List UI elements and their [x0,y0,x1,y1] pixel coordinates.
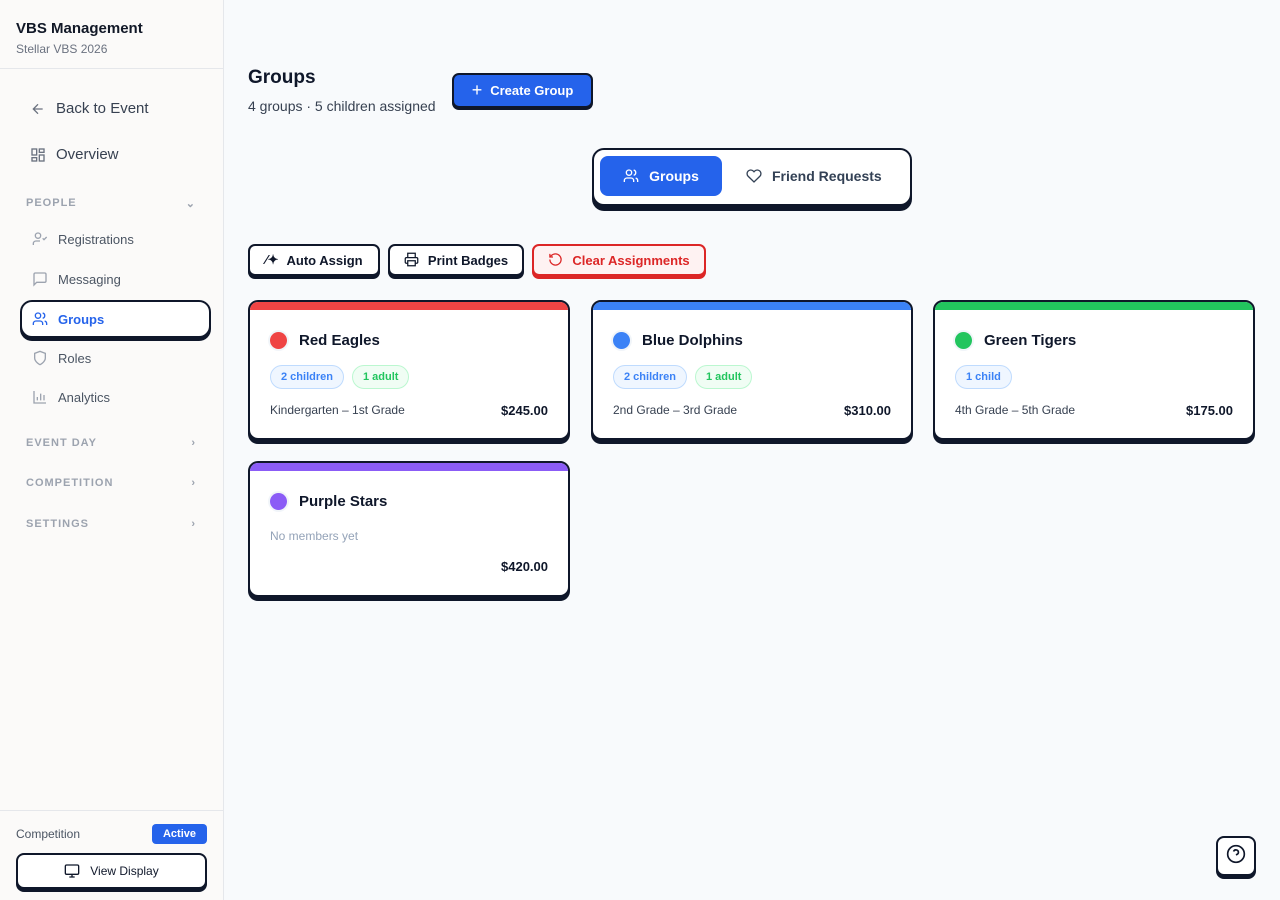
item-label: Analytics [58,389,111,405]
color-dot [270,332,287,349]
section-event-day[interactable]: EVENT DAY › [26,437,196,449]
sidebar-item-analytics[interactable]: Analytics [20,378,211,416]
help-button[interactable] [1216,836,1256,876]
group-name: Purple Stars [299,493,388,510]
create-label: Create Group [490,83,574,98]
back-to-event-link[interactable]: Back to Event [30,100,149,117]
monitor-icon [64,863,80,879]
section-settings[interactable]: SETTINGS › [26,518,196,530]
status-badge: Active [151,824,207,844]
color-bar [935,302,1253,310]
sidebar-item-messaging[interactable]: Messaging [20,260,211,298]
sidebar-item-registrations[interactable]: Registrations [20,220,211,258]
section-competition[interactable]: COMPETITION › [26,477,196,489]
group-price: $420.00 [501,559,548,574]
sidebar-item-roles[interactable]: Roles [20,339,211,377]
back-label: Back to Event [56,100,149,117]
users-icon [623,168,639,184]
group-price: $175.00 [1186,403,1233,418]
shield-icon [32,350,48,366]
section-people[interactable]: PEOPLE ⌄ [26,197,196,210]
heart-icon [746,168,762,184]
adults-badge: 1 adult [694,365,753,389]
competition-label: Competition [16,827,81,841]
sidebar-footer: Competition Active View Display [0,810,223,900]
tab-bar: Groups Friend Requests [592,148,912,206]
color-bar [250,463,568,471]
clear-assignments-button[interactable]: Clear Assignments [532,244,706,276]
color-dot [270,493,287,510]
overview-link[interactable]: Overview [30,146,119,163]
group-card-red-eagles[interactable]: Red Eagles 2 children 1 adult Kindergarte… [248,300,570,440]
arrow-left-icon [30,101,46,117]
grade-range: Kindergarten – 1st Grade [270,403,405,417]
tab-groups[interactable]: Groups [600,156,722,196]
sidebar-item-groups[interactable]: Groups [20,300,211,338]
chevron-down-icon: ⌄ [185,198,196,210]
section-label: PEOPLE [26,197,77,209]
tab-label: Friend Requests [772,168,882,184]
user-check-icon [32,231,48,247]
section-label: COMPETITION [26,477,114,489]
auto-assign-button[interactable]: ⁄✦ Auto Assign [248,244,380,276]
group-name: Blue Dolphins [642,332,743,349]
sidebar: VBS Management Stellar VBS 2026 Back to … [0,0,224,900]
group-card-purple-stars[interactable]: Purple Stars No members yet $420.00 [248,461,570,597]
color-bar [250,302,568,310]
color-dot [613,332,630,349]
sidebar-header: VBS Management Stellar VBS 2026 [0,0,223,69]
users-icon [32,311,48,327]
group-name: Green Tigers [984,332,1077,349]
grade-range: 4th Grade – 5th Grade [955,403,1076,417]
create-group-button[interactable]: + Create Group [452,73,593,108]
view-display-label: View Display [90,864,159,878]
grid-icon [30,147,46,163]
item-label: Groups [58,311,105,327]
item-label: Roles [58,350,92,366]
empty-members-text: No members yet [270,529,359,543]
color-dot [955,332,972,349]
chevron-right-icon: › [191,437,196,449]
item-label: Registrations [58,231,134,247]
adults-badge: 1 adult [351,365,410,389]
view-display-button[interactable]: View Display [16,853,207,889]
auto-assign-label: Auto Assign [286,252,363,268]
clear-assignments-label: Clear Assignments [572,252,690,268]
message-icon [32,271,48,287]
tab-friend-requests[interactable]: Friend Requests [746,156,882,196]
tab-label: Groups [649,168,699,184]
group-card-green-tigers[interactable]: Green Tigers 1 child 4th Grade – 5th Gra… [933,300,1255,440]
wand-icon: ⁄✦ [265,252,279,267]
children-badge: 2 children [270,365,344,389]
chevron-right-icon: › [191,477,196,489]
group-name: Red Eagles [299,332,380,349]
group-price: $245.00 [501,403,548,418]
plus-icon: + [471,80,483,100]
help-circle-icon [1226,844,1246,869]
page-subtitle: 4 groups · 5 children assigned [248,98,436,114]
print-badges-label: Print Badges [427,252,509,268]
children-badge: 2 children [613,365,687,389]
children-badge: 1 child [955,365,1012,389]
event-name: Stellar VBS 2026 [16,42,108,56]
section-label: EVENT DAY [26,437,97,449]
chevron-right-icon: › [191,518,196,530]
group-price: $310.00 [844,403,891,418]
printer-icon [404,252,420,268]
bar-chart-icon [32,389,48,405]
app-title: VBS Management [16,20,143,37]
group-card-blue-dolphins[interactable]: Blue Dolphins 2 children 1 adult 2nd Grad… [591,300,913,440]
rotate-ccw-icon [548,252,564,268]
print-badges-button[interactable]: Print Badges [388,244,524,276]
grade-range: 2nd Grade – 3rd Grade [613,403,738,417]
section-label: SETTINGS [26,518,90,530]
overview-label: Overview [56,146,119,163]
color-bar [593,302,911,310]
item-label: Messaging [58,271,121,287]
page-title: Groups [248,67,316,88]
